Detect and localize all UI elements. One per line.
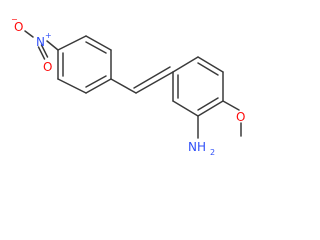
atom-o-nitro-left: O <box>14 20 23 34</box>
bond-group <box>24 30 242 139</box>
bond-ring2-b <box>172 100 199 117</box>
bond-ring1-b <box>85 35 112 51</box>
bond-vinyl-double-1 <box>135 71 174 94</box>
atom-n-nitro: N <box>36 35 45 49</box>
bond-ring2-o <box>222 100 240 111</box>
bond-n-ring <box>46 40 59 51</box>
atom-n-nitro-charge: + <box>45 31 52 40</box>
bond-ring1-inner-1 <box>85 41 107 54</box>
atom-n-amine: NH <box>188 140 206 154</box>
bond-ring1-inner-2 <box>85 75 107 88</box>
bond-ring1-d <box>85 78 112 94</box>
atom-n-amine-subscript: 2 <box>210 148 215 157</box>
atom-o-methoxy: O <box>236 110 245 124</box>
bond-o-n <box>24 30 34 38</box>
atom-o-nitro-bottom: O <box>43 60 52 74</box>
bond-ring2-c <box>197 100 224 117</box>
atom-o-nitro-left-charge: − <box>11 15 18 24</box>
bond-ring2-e <box>197 56 224 73</box>
bond-ring1-vinyl <box>110 78 137 94</box>
bond-n-o-double-1 <box>40 44 49 58</box>
bond-ring1-a <box>57 35 87 51</box>
bond-n-o-double-2 <box>37 46 46 60</box>
bond-ring2-inner-3 <box>197 62 219 76</box>
bond-ring2-inner-2 <box>197 97 219 111</box>
bond-vinyl-double-2 <box>133 66 171 89</box>
molecule-structure: O − N + O O NH 2 <box>11 15 245 157</box>
bond-ring1-e <box>57 78 87 94</box>
bond-ring2-f <box>172 56 199 73</box>
